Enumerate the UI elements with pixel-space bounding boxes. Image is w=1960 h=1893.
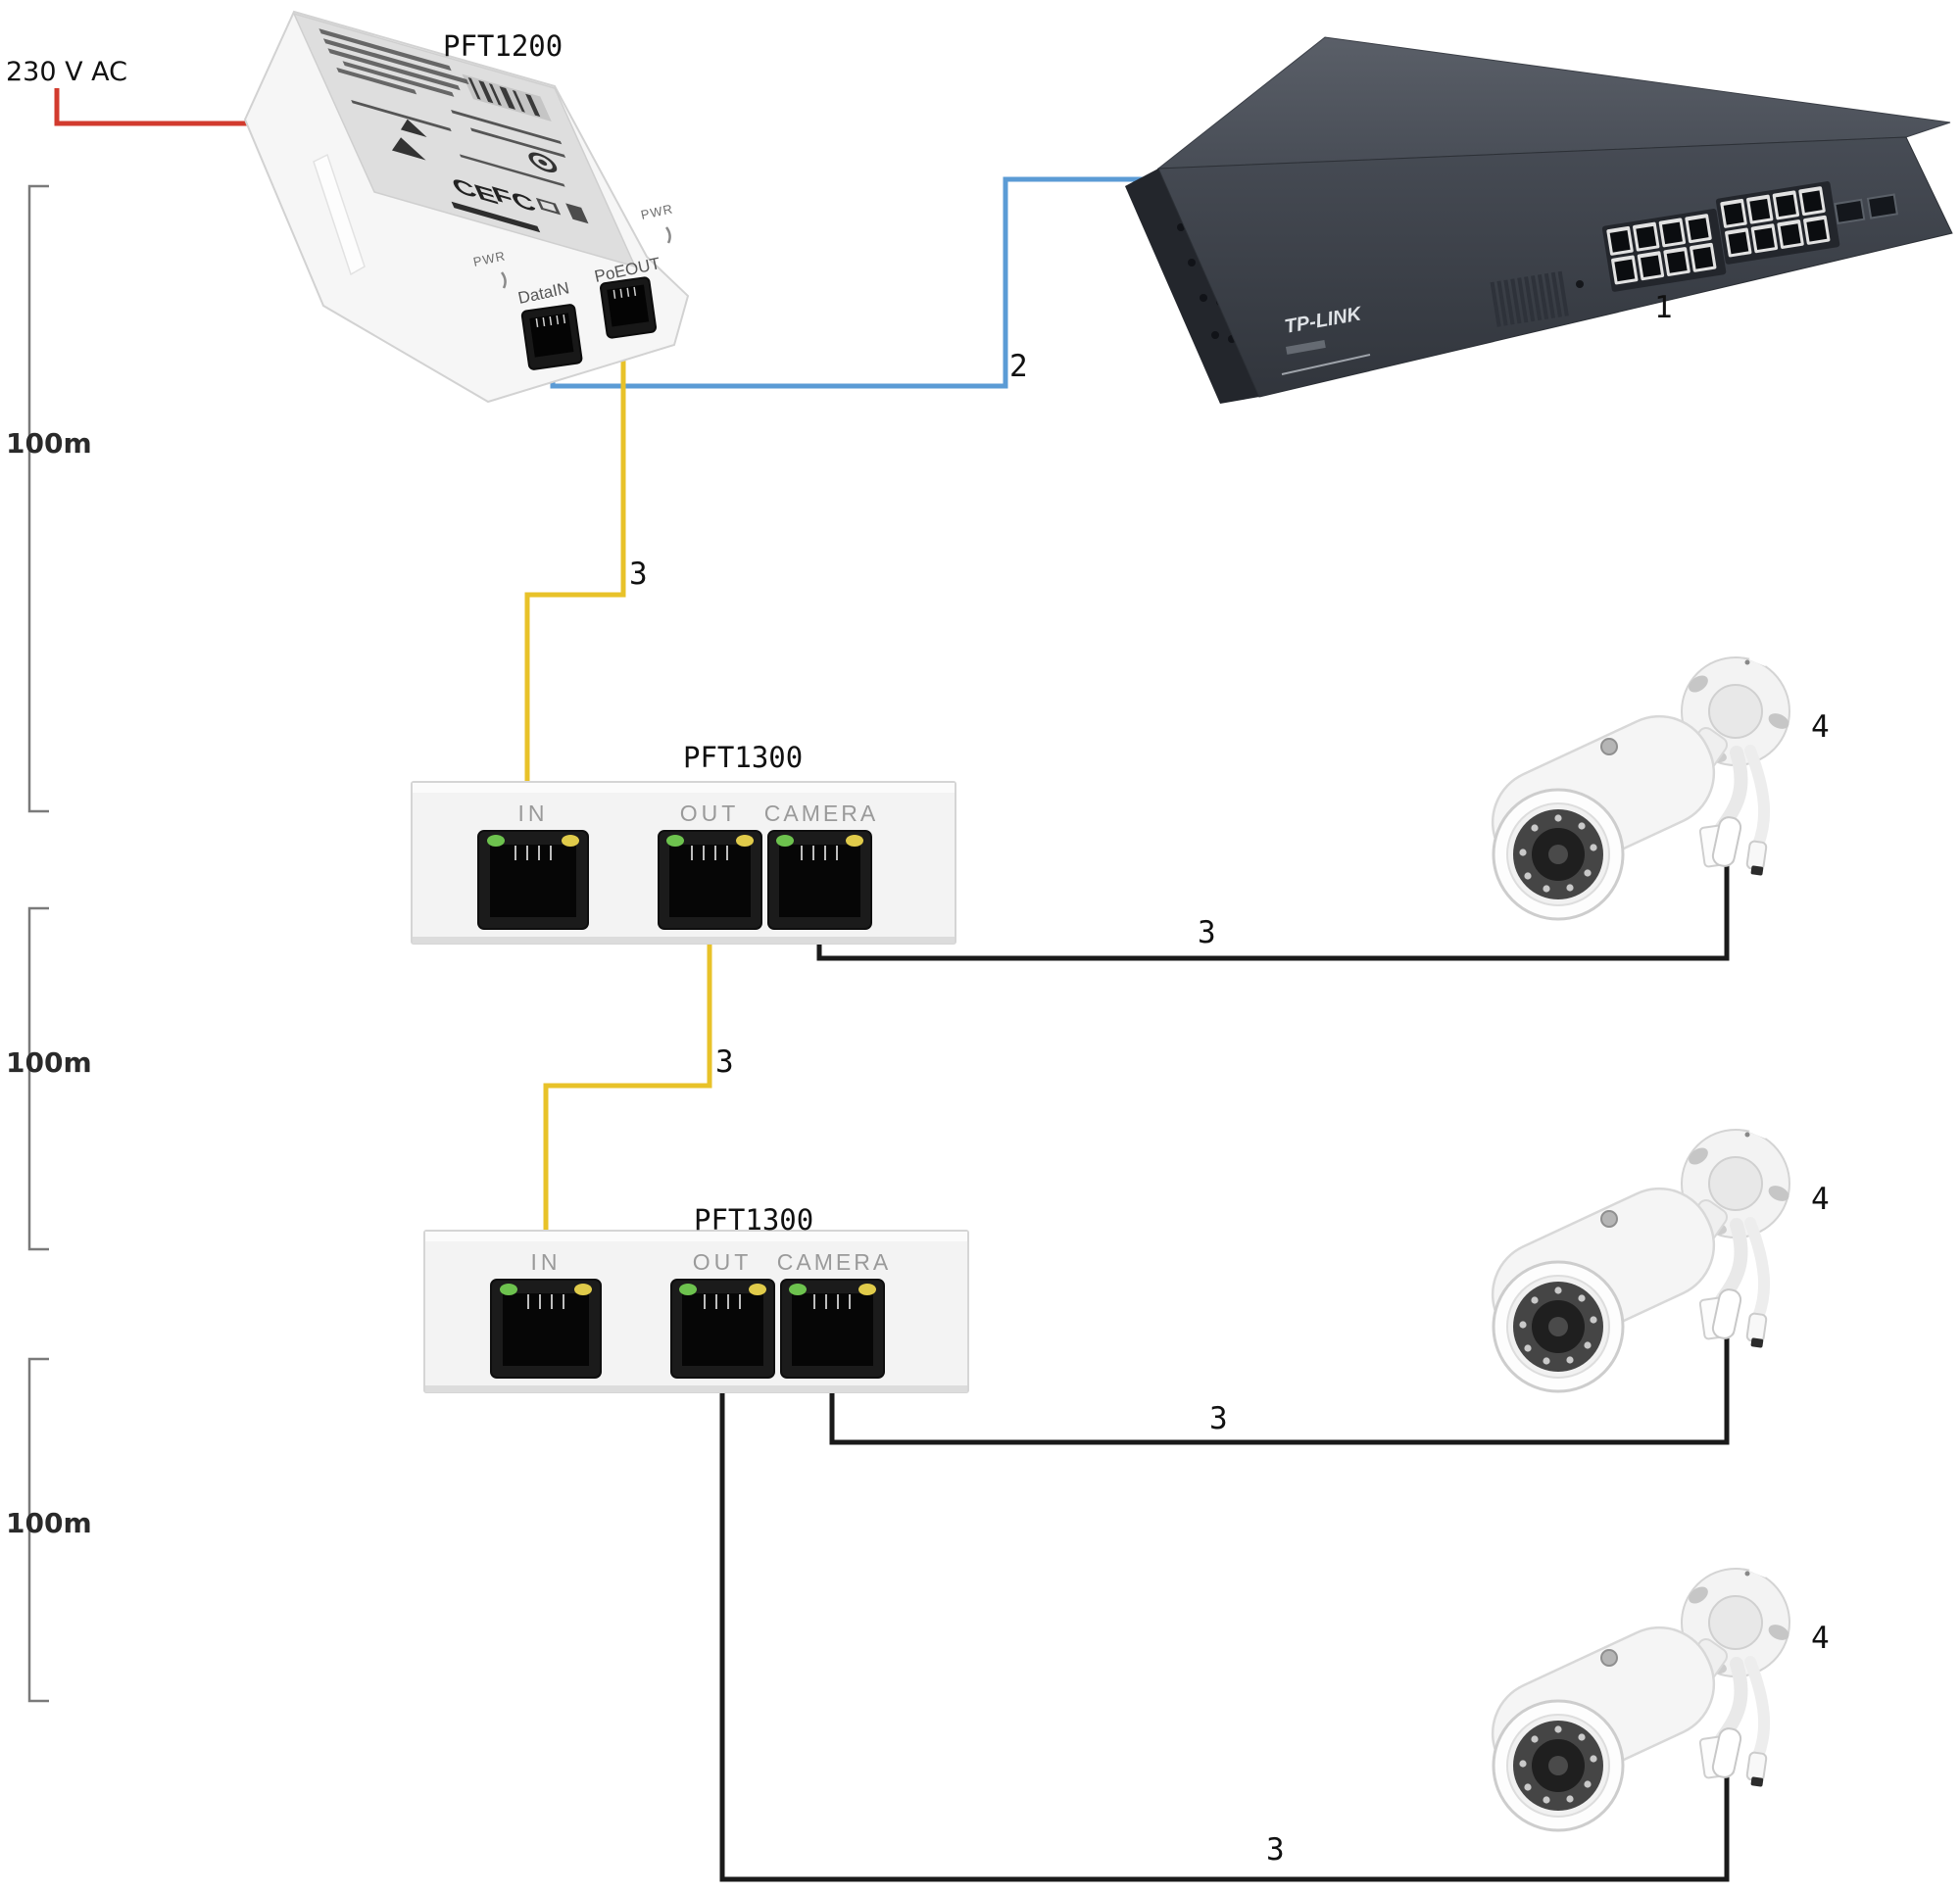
- extender1-in-label: IN: [518, 801, 549, 826]
- extender2-camera-label: CAMERA: [777, 1249, 891, 1275]
- extender-top-highlight: [425, 1232, 967, 1241]
- extender2-title: PFT1300: [694, 1203, 814, 1237]
- distance-label-2: 100m: [6, 1046, 92, 1079]
- camera-2: [1475, 1124, 1791, 1391]
- injector-side-slot: [313, 153, 366, 276]
- poe-extender-1: IN OUT CAMERA: [411, 781, 956, 945]
- extender-bottom-shade: [425, 1385, 967, 1392]
- extender1-out-label: OUT: [680, 801, 740, 826]
- distance-bracket-2: [27, 906, 49, 1251]
- yellow-led: [858, 1284, 876, 1295]
- network-switch: TP-LINK: [1125, 36, 1953, 404]
- switch-callout-1: 1: [1654, 290, 1673, 325]
- switch-end-face: [1125, 169, 1259, 404]
- camera-3: [1475, 1563, 1791, 1830]
- extender2-in-port: [490, 1279, 602, 1379]
- camera1-callout-4: 4: [1811, 709, 1830, 745]
- poe-injector-pft1200: CE FC PWR PWR DataIN PoEOUT: [243, 10, 690, 404]
- yellow-led: [749, 1284, 766, 1295]
- switch-port-group-2: [1715, 181, 1840, 265]
- camera2-callout-4: 4: [1811, 1182, 1830, 1217]
- switch-front-face: [1157, 136, 1953, 398]
- switch-model-text: [1286, 340, 1326, 355]
- extender1-title: PFT1300: [683, 741, 804, 774]
- cable-callout-3c: 3: [1198, 915, 1216, 950]
- pwr-side-tick: [664, 226, 671, 244]
- extender1-camera-label: CAMERA: [764, 801, 878, 826]
- extender-top-highlight: [413, 783, 955, 793]
- yellow-led: [562, 835, 579, 847]
- pwr-led-tick: [500, 271, 507, 289]
- extender1-in-port: [477, 830, 589, 930]
- switch-port-group-1: [1601, 209, 1727, 292]
- green-led: [679, 1284, 697, 1295]
- green-led: [789, 1284, 807, 1295]
- green-led: [487, 835, 505, 847]
- switch-front-line: [1281, 354, 1371, 375]
- switch-sfp-slots: [1834, 193, 1898, 225]
- distance-bracket-3: [27, 1357, 49, 1703]
- poe-cable-injector-to-extender1: [524, 341, 626, 835]
- camera3-cable: [719, 1376, 1730, 1882]
- cable-callout-3a: 3: [629, 557, 648, 592]
- green-led: [500, 1284, 517, 1295]
- camera3-callout-4: 4: [1811, 1621, 1830, 1656]
- poe-extender-2: IN OUT CAMERA: [423, 1230, 969, 1393]
- extender2-camera-port: [780, 1279, 885, 1379]
- datain-port: [520, 304, 583, 370]
- green-led: [666, 835, 684, 847]
- yellow-led: [846, 835, 863, 847]
- yellow-led: [736, 835, 754, 847]
- poe-cable-extender1-to-extender2: [543, 927, 712, 1282]
- extender2-out-label: OUT: [693, 1249, 753, 1275]
- injector-label-print: CE FC: [318, 28, 589, 233]
- yellow-led: [574, 1284, 592, 1295]
- extender2-out-port: [670, 1279, 775, 1379]
- camera2-cable: [829, 1335, 1730, 1445]
- switch-vents: [1490, 270, 1569, 327]
- camera-1: [1475, 652, 1791, 919]
- uplink-callout-2: 2: [1009, 349, 1028, 384]
- injector-pwr-side-label: PWR: [640, 201, 675, 222]
- poeout-port: [599, 276, 658, 339]
- extender1-camera-port: [767, 830, 872, 930]
- injector-pwr-label: PWR: [472, 248, 508, 269]
- power-cable-230v: [54, 88, 290, 126]
- power-source-label: 230 V AC: [6, 57, 128, 87]
- extender1-out-port: [658, 830, 762, 930]
- cable-callout-3d: 3: [1209, 1401, 1228, 1436]
- green-led: [776, 835, 794, 847]
- cable-callout-3e: 3: [1266, 1832, 1285, 1868]
- injector-title: PFT1200: [443, 29, 564, 63]
- extender-bottom-shade: [413, 937, 955, 944]
- extender2-in-label: IN: [531, 1249, 562, 1275]
- distance-label-3: 100m: [6, 1507, 92, 1539]
- cable-callout-3b: 3: [715, 1044, 734, 1080]
- distance-bracket-1: [27, 184, 49, 813]
- distance-label-1: 100m: [6, 427, 92, 460]
- switch-led-hole: [1576, 280, 1584, 288]
